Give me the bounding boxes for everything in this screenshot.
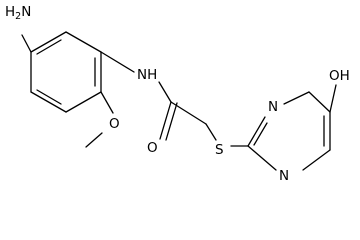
n-carbonyl-bond [158,81,172,103]
hydroxyl-bond [329,84,337,113]
carbonyl-ch2-bond [170,101,207,125]
pyrimidine-ring [247,91,331,171]
methoxy-bond-1 [100,91,114,114]
ch2-sulfur-bond [205,123,217,141]
thioether-sulfur-label: S [215,142,224,158]
amino-group-label: H2N [5,4,31,22]
ring-nitrogen-upper-label: N [268,99,278,115]
carbonyl-double-bond-b [165,102,178,141]
chemical-structure: H2N O NH O S N N OH [5,4,350,184]
carbonyl-double-bond-a [159,101,172,140]
amide-nitrogen-label: NH [137,67,157,83]
hydroxyl-group-label: OH [329,68,350,84]
ring-nitrogen-lower-label: N [279,168,289,184]
carbonyl-oxygen-label: O [147,140,158,156]
aryl-n-bond [100,51,135,73]
benzene-ring [30,31,102,113]
methoxy-bond-2 [85,132,103,148]
amino-bond [21,34,32,53]
ether-oxygen-label: O [109,116,120,132]
